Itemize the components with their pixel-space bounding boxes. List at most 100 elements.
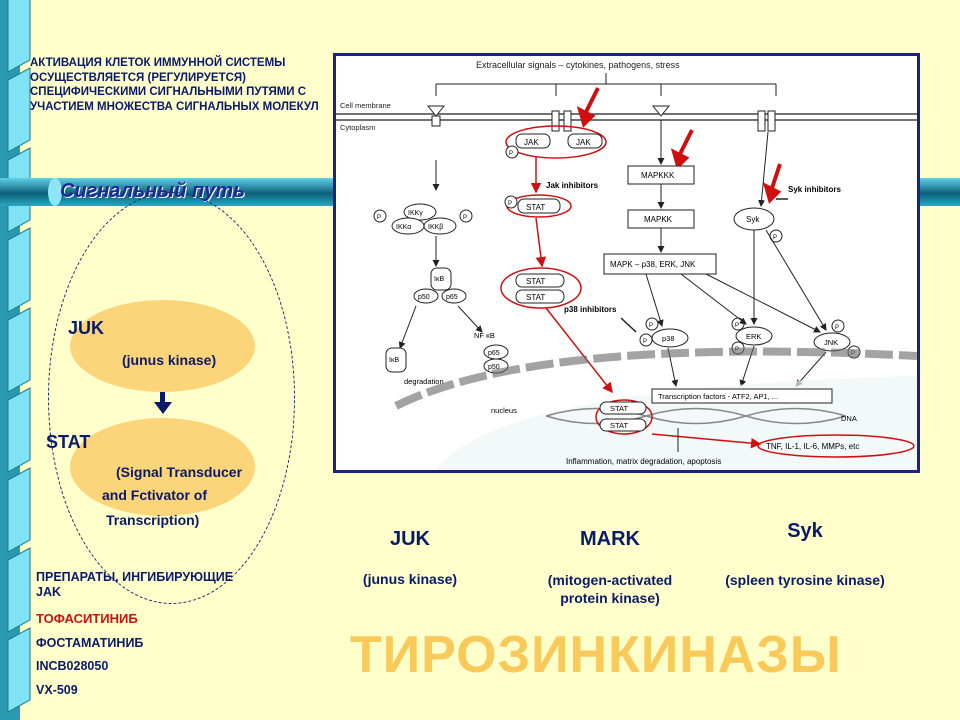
dna-strand-2 [545,407,847,425]
big-title: ТИРОЗИНКИНАЗЫ [350,626,842,684]
stat-dimer-highlight [500,267,582,309]
jnk-phos-1-label: P [835,325,839,331]
drug-item-fostamatinib: ФОСТАМАТИНИБ [36,636,144,650]
stat-dimer-label-2: STAT [526,293,545,302]
tf-label: Transcription factors - ATF2, AP1, ... [658,392,778,401]
jak-phos [505,145,519,159]
mapkkk-label: MAPKKK [641,171,675,180]
jak-label-1: JAK [524,138,539,147]
receptor-1 [426,105,446,117]
extracellular-label: Extracellular signals – cytokines, patho… [476,60,680,70]
jak-box-1 [515,133,551,149]
nuclear-stat-1 [599,401,647,415]
mapk-arrows [645,229,827,387]
intro-text: АКТИВАЦИЯ КЛЕТОК ИММУННОЙ СИСТЕМЫ ОСУЩЕС… [30,57,319,113]
ikka-label: IKKα [396,224,411,231]
red-pointer-arrows [576,87,782,204]
inflammation-label: Inflammation, matrix degradation, apopto… [566,457,721,466]
to-cytokines-arrow [651,433,762,449]
dashed-ellipse [48,192,295,604]
p38-inhibitors-label: p38 inhibitors [564,305,617,314]
nuclear-stat-label-1: STAT [610,404,628,413]
juk-blob [70,300,255,392]
receptor-1-stem [431,115,441,127]
pathway-diagram: Extracellular signals – cytokines, patho… [333,53,920,473]
kinase-mark-name: MARK [580,528,640,550]
ikb-box [430,267,452,291]
stat-dimer-arrow [535,217,547,268]
nuclear-stat-highlight [595,399,653,435]
syk-phos-label: P [773,235,777,241]
cell-membrane-label: Cell membrane [340,101,391,110]
jnk-phos-1 [831,319,845,333]
kinase-syk-name: Syk [787,520,823,542]
stat-blob [70,418,255,516]
drug-item-incb: INCB028050 [36,659,109,673]
nfkb-p50-label: p50 [488,364,500,371]
ikb-deg-box [385,347,407,373]
kinase-juk-name: JUK [389,528,430,550]
ikk-phos-2 [459,209,473,223]
dna-strand-1 [545,407,847,425]
mapkk-label: MAPKK [644,215,673,224]
jak-phos-label: P [509,151,513,157]
erk-label: ERK [746,332,761,341]
ikkg-node [403,203,437,221]
dna-label: DNA [841,414,857,423]
bar-cap [48,178,62,206]
cytoplasm-label: Cytoplasm [340,123,375,132]
p38-phos-2-label: P [649,323,653,329]
degradation-label: degradation [404,377,444,386]
drug-item-vx: VX-509 [36,683,78,697]
stat-sub-line2: and Fctivator of [102,487,208,503]
nfkb-arrow [457,305,483,333]
juk-subtitle: (junus kinase) [122,352,217,368]
pathway-svg: Extracellular signals – cytokines, patho… [336,60,917,470]
receptor-3 [651,105,671,117]
p38-inhib-line [620,317,637,333]
p38-label: p38 [662,334,675,343]
nuclear-envelope [394,347,917,410]
tf-box [651,388,833,404]
p38-phos-1-label: P [643,339,647,345]
stat-sub-line3: Transcription) [106,512,200,528]
ikk-phos-1 [373,209,387,223]
receptor-syk-b [767,110,776,132]
nfkb-p65-label: p65 [488,350,500,357]
stat-phos-label: P [508,201,512,207]
drugs-heading: ПРЕПАРАТЫ, ИНГИБИРУЮЩИЕ JAK [36,570,234,599]
ikk-phos-2-label: P [463,215,467,221]
jnk-label: JNK [824,338,838,347]
p38-phos-1 [639,333,653,347]
down-arrow-icon [154,392,172,414]
p65-label: p65 [446,294,458,301]
cytokines-highlight [757,434,915,458]
receptor-jak-b [563,110,572,132]
jak-highlight [505,125,607,159]
syk-inhibitors-label: Syk inhibitors [788,185,841,194]
stat-sub-line1: (Signal Transducer [116,464,243,480]
ikkg-label: IKKγ [408,210,423,217]
ikk-phos-1-label: P [377,215,381,221]
cytokines-label: TNF, IL-1, IL-6, MMPs, etc [766,442,859,451]
drug-item-tofacitinib: ТОФАСИТИНИБ [36,611,138,626]
stat-title: STAT [46,432,91,452]
nfkb-label: NF κB [474,331,495,340]
kinase-syk-desc: (spleen tyrosine kinase) [725,572,885,588]
stat-dimer-2 [515,289,565,304]
stat-to-nucleus-arrow [545,307,613,394]
stat-label: STAT [526,203,545,212]
mapk-box [603,253,717,275]
nuclear-stat-label-2: STAT [610,421,628,430]
ikkb-node [423,217,457,235]
p65-node [441,288,467,304]
jak-box-2 [567,133,603,149]
ribbon-decor [7,0,31,713]
erk-node [735,326,773,346]
ikb-deg-label: IκB [389,357,399,364]
juk-title: JUK [68,318,105,338]
stat-dimer-1 [515,273,565,288]
ikb-label: IκB [434,276,444,283]
ikkb-label: IKKβ [428,224,443,231]
ikb-deg-arrow [398,305,417,349]
